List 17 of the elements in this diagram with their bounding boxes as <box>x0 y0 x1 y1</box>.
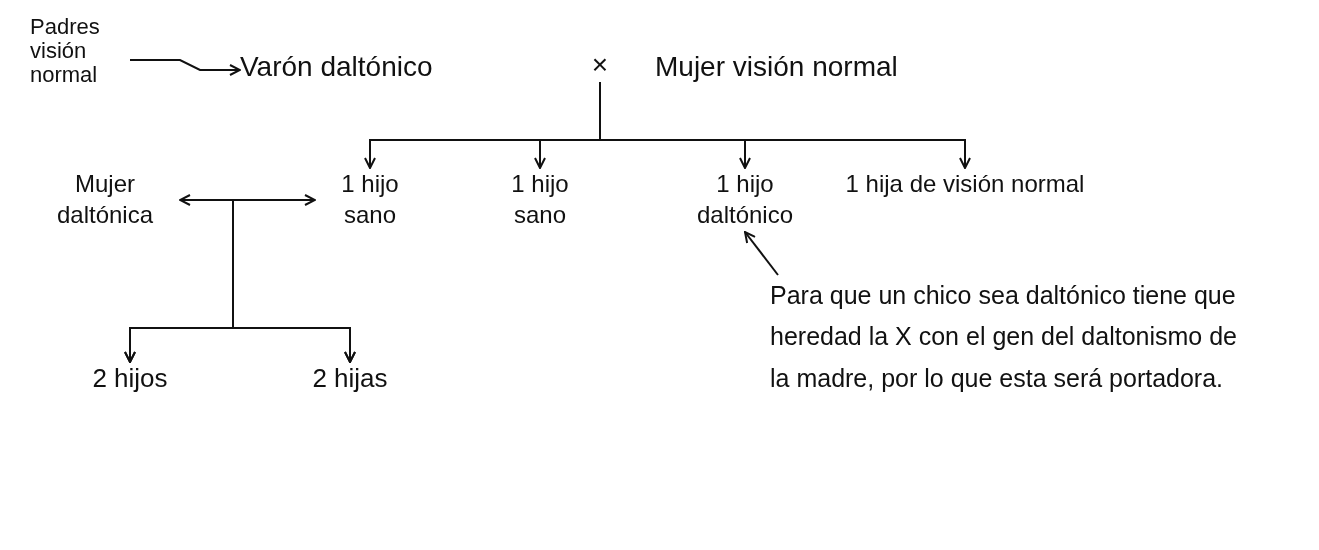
node-label: 1 hija de visión normal <box>845 169 1085 199</box>
note-text: Para que un chico sea daltónico tiene que heredad la X con el gen del daltonismo de la madre, por lo que esta será portadora. <box>770 280 1238 394</box>
node-label: 1 hijo daltónico <box>695 169 795 231</box>
node-label: Mujer visión normal <box>655 50 899 84</box>
arrow <box>232 199 356 363</box>
node-label: 2 hijos <box>91 362 169 395</box>
arrow <box>179 194 316 206</box>
arrow <box>129 59 241 76</box>
leader-line <box>744 231 779 276</box>
node-label: Varón daltónico <box>240 50 434 84</box>
node-label: 2 hijas <box>311 362 389 395</box>
arrow <box>599 81 971 169</box>
cross-symbol: × <box>590 48 610 82</box>
node-label: Padres visión normal <box>30 15 101 88</box>
node-label: Mujer daltónica <box>55 169 155 231</box>
node-label: 1 hijo sano <box>510 169 570 231</box>
node-label: 1 hijo sano <box>340 169 400 231</box>
